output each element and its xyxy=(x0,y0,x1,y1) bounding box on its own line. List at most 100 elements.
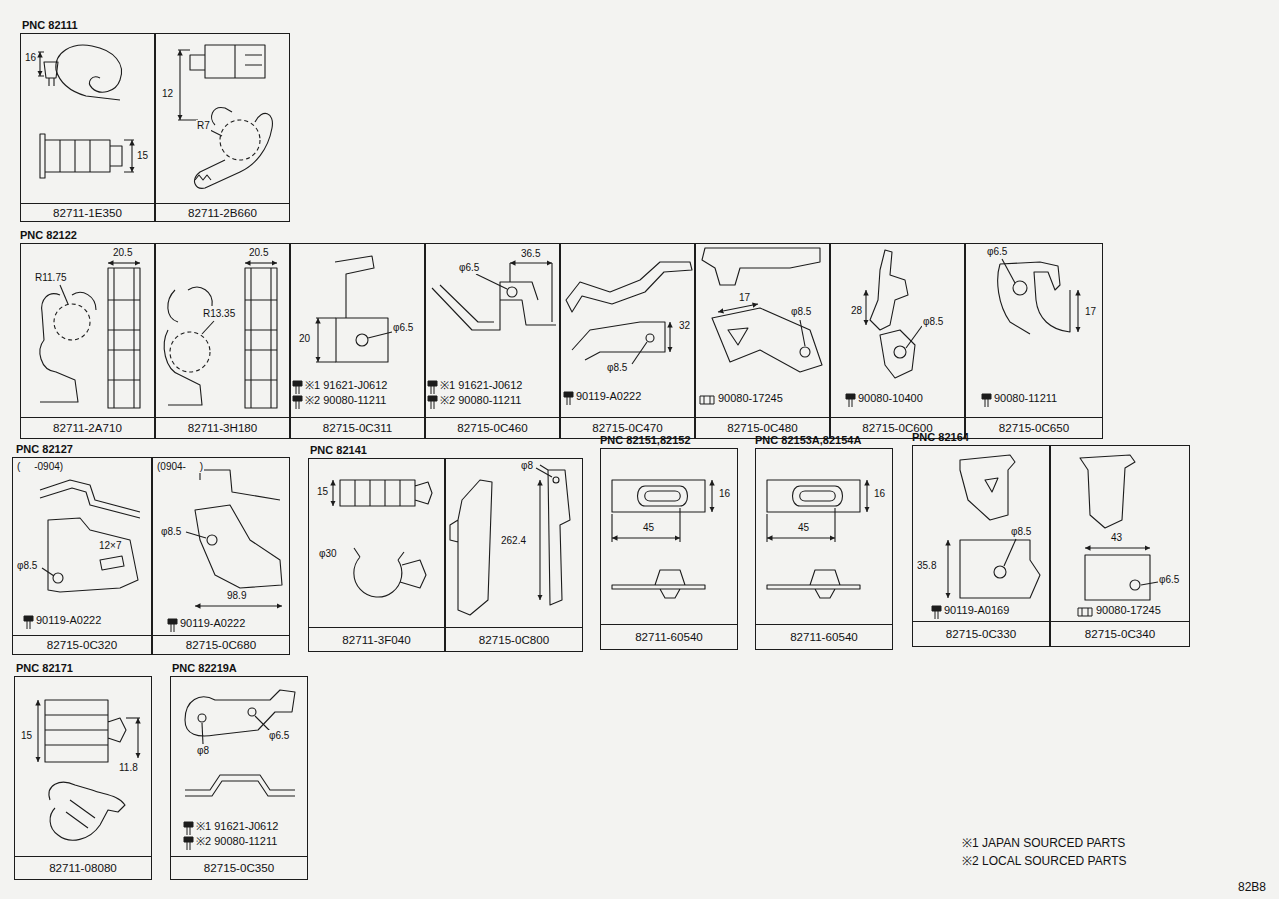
dimension-line xyxy=(536,468,552,477)
bolt-symbol xyxy=(184,822,193,835)
pnc-group: PNC 82111161582711-1E35012R782711-2B660 xyxy=(20,33,290,222)
pnc-heading: PNC 82111 xyxy=(22,19,78,32)
part-cell: φ6.51790080-1121182715-0C650 xyxy=(965,243,1103,439)
pnc-heading: PNC 82219A xyxy=(172,662,237,675)
dimension-label: φ8.5 xyxy=(606,362,628,374)
dimension-label: ( -0904) xyxy=(16,461,64,473)
dimension-line xyxy=(510,263,552,322)
dimension-label: 36.5 xyxy=(520,248,541,260)
bracket-drawing xyxy=(960,455,1150,600)
dimension-line xyxy=(948,539,1158,598)
dimension-line xyxy=(202,723,203,744)
nut-symbol xyxy=(1078,608,1092,616)
part-number: 82715-0C460 xyxy=(426,417,559,438)
dimension-line xyxy=(179,50,180,120)
part-number: 82711-3F040 xyxy=(309,627,444,651)
bracket-drawing xyxy=(336,318,388,362)
fastener-number: ※2 90080-11211 xyxy=(305,394,386,407)
dimension-label: 16 xyxy=(24,52,37,64)
pnc-group: PNC 8214115φ3082711-3F040φ8262.482715-0C… xyxy=(308,458,583,652)
part-number: 82715-0C340 xyxy=(1051,621,1189,646)
dimension-label: 20.5 xyxy=(248,247,269,259)
clip-drawing xyxy=(195,175,211,180)
dimension-line xyxy=(245,262,277,263)
dimension-line xyxy=(333,468,552,600)
dimension-line xyxy=(612,508,680,542)
clip-drawing xyxy=(45,700,126,762)
dimension-label: φ6.5 xyxy=(1158,574,1180,586)
bracket-drawing xyxy=(195,505,282,588)
dimension-line xyxy=(800,320,805,346)
part-number: 82715-0C320 xyxy=(13,635,151,654)
dimension-line xyxy=(124,140,134,172)
clip-drawing xyxy=(767,570,860,598)
part-cell: φ6.520※1 91621-J0612※2 90080-1121182715-… xyxy=(290,243,425,439)
part-number: 82715-0C330 xyxy=(913,621,1049,646)
clip-drawing xyxy=(56,70,120,100)
dimension-line xyxy=(202,321,214,334)
part-cell: (0904- )φ8.598.990119-A022282715-0C680 xyxy=(152,457,290,655)
dimension-line xyxy=(1141,582,1158,585)
dimension-line xyxy=(137,718,138,758)
bolt-symbol xyxy=(293,381,302,394)
pnc-heading: PNC 82171 xyxy=(16,662,73,675)
dimension-line xyxy=(1002,259,1015,283)
dimension-line xyxy=(718,304,758,312)
clip-drawing xyxy=(612,570,705,598)
bracket-drawing xyxy=(40,470,282,592)
clip-drawing xyxy=(340,465,570,615)
dimension-label: 45 xyxy=(797,522,810,534)
part-cell: 12R782711-2B660 xyxy=(155,33,290,222)
fastener-number: 90080-11211 xyxy=(994,392,1057,405)
bracket-drawing xyxy=(894,346,906,358)
dimension-label: 17 xyxy=(1084,306,1097,318)
dimension-line xyxy=(612,537,680,538)
fastener-number: 90080-17245 xyxy=(718,392,783,405)
pnc-group: PNC 8212220.5R11.7582711-2A71020.5R13.35… xyxy=(20,243,1103,439)
bracket-drawing xyxy=(1130,580,1140,590)
part-number: 82715-0C680 xyxy=(153,635,289,654)
fastener-number: 90119-A0222 xyxy=(36,614,101,627)
dimension-line xyxy=(510,262,552,263)
bracket-drawing xyxy=(335,248,1070,378)
part-number: 82715-0C311 xyxy=(291,417,424,438)
pnc-group: PNC 82151,82152164582711-60540 xyxy=(600,448,738,650)
dimension-line xyxy=(332,480,333,506)
bracket-drawing xyxy=(880,330,915,378)
bracket-drawing xyxy=(998,262,1070,334)
dimension-label: 17 xyxy=(738,292,751,304)
clip-drawing xyxy=(40,294,78,402)
clip-drawing xyxy=(40,45,272,188)
clip-drawing xyxy=(44,62,58,86)
dimension-line xyxy=(539,480,540,600)
bracket-drawing xyxy=(432,282,556,330)
dimension-label: (0904- ) xyxy=(156,461,204,473)
pnc-group: PNC 821711511.882711-08080 xyxy=(14,676,152,880)
bracket-drawing xyxy=(870,250,908,330)
bracket-drawing xyxy=(40,480,140,518)
dimension-label: 20.5 xyxy=(112,247,133,259)
part-cell: 20.5R11.7582711-2A710 xyxy=(20,243,155,439)
bolt-symbol xyxy=(168,619,177,632)
part-number: 82711-1E350 xyxy=(21,203,154,221)
pnc-group: PNC 82219Aφ6.5φ8※1 91621-J0612※2 90080-1… xyxy=(170,676,308,880)
dimension-label: φ6.5 xyxy=(986,246,1008,258)
dimension-line xyxy=(612,480,867,542)
dimension-label: 15 xyxy=(316,486,329,498)
dimension-line xyxy=(316,318,336,362)
part-number: 82711-60540 xyxy=(756,624,892,649)
dimension-line xyxy=(317,318,318,362)
dimension-line xyxy=(195,605,282,606)
clip-drawing xyxy=(767,480,860,512)
dimension-label: φ6.5 xyxy=(268,730,290,742)
bracket-drawing xyxy=(1085,555,1150,600)
dimension-line xyxy=(60,263,277,334)
part-number: 82715-0C350 xyxy=(171,856,307,879)
fastener-number: ※2 90080-11211 xyxy=(440,394,521,407)
dimension-label: 98.9 xyxy=(226,590,247,602)
pnc-heading: PNC 82151,82152 xyxy=(600,434,691,447)
part-number: 82711-08080 xyxy=(15,856,151,879)
pnc-heading: PNC 82153A,82154A xyxy=(755,434,861,447)
bracket-drawing xyxy=(646,334,654,342)
dimension-label: φ8 xyxy=(196,745,210,757)
